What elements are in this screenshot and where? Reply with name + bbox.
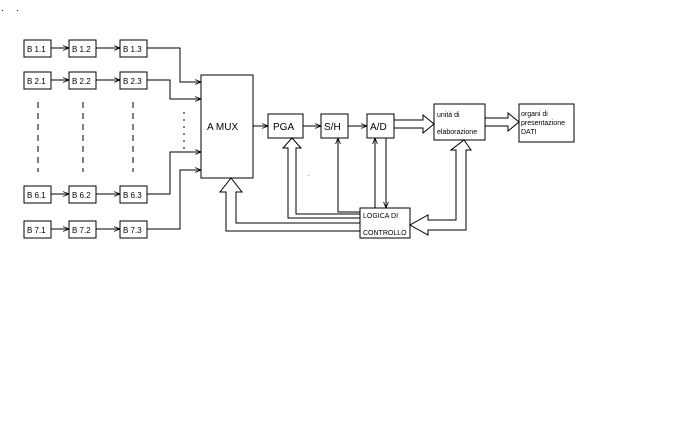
arrow-b63-amux [147, 152, 201, 195]
label-b12: B 1.2 [72, 45, 91, 54]
label-pga: PGA [273, 122, 294, 133]
label-b13: B 1.3 [123, 45, 142, 54]
label-organi-line3: DATI [521, 129, 536, 136]
bus-arrow-logica-pga [281, 137, 361, 219]
corner-mark-right: . [16, 3, 19, 14]
arrow-logica-sh [338, 138, 360, 213]
label-amux: A MUX [207, 122, 238, 133]
label-b23: B 2.3 [123, 77, 142, 86]
label-logica-line1: LOGICA DI [363, 213, 398, 220]
label-unita-line2: elaborazione [437, 129, 477, 136]
label-logica-line2: CONTROLLO [363, 230, 407, 237]
bus-arrow-unita-logica [408, 139, 472, 236]
corner-mark-left: . [1, 3, 4, 14]
bus-arrow-logica-amux [218, 177, 361, 232]
label-b72: B 7.2 [72, 226, 91, 235]
label-b63: B 6.3 [123, 191, 142, 200]
arrow-b13-amux [147, 47, 201, 82]
bus-arrow-ad-unita [393, 113, 435, 135]
organi-box [518, 103, 575, 143]
label-b11: B 1.1 [27, 45, 46, 54]
label-b71: B 7.1 [27, 226, 46, 235]
label-unita-line1: unità di [437, 112, 460, 119]
label-b62: B 6.2 [72, 191, 91, 200]
arrow-b23-amux [147, 79, 201, 99]
label-b21: B 2.1 [27, 77, 46, 86]
label-sh: S/H [324, 122, 341, 133]
stray-dot: . [308, 172, 310, 178]
label-organi-line2: presentazione [521, 120, 565, 127]
label-ad: A/D [370, 122, 387, 133]
label-b22: B 2.2 [72, 77, 91, 86]
arrow-b73-amux [147, 170, 201, 230]
label-b73: B 7.3 [123, 226, 142, 235]
bus-arrow-unita-organi [484, 111, 520, 133]
label-b61: B 6.1 [27, 191, 46, 200]
label-organi-line1: organi di [521, 111, 548, 118]
